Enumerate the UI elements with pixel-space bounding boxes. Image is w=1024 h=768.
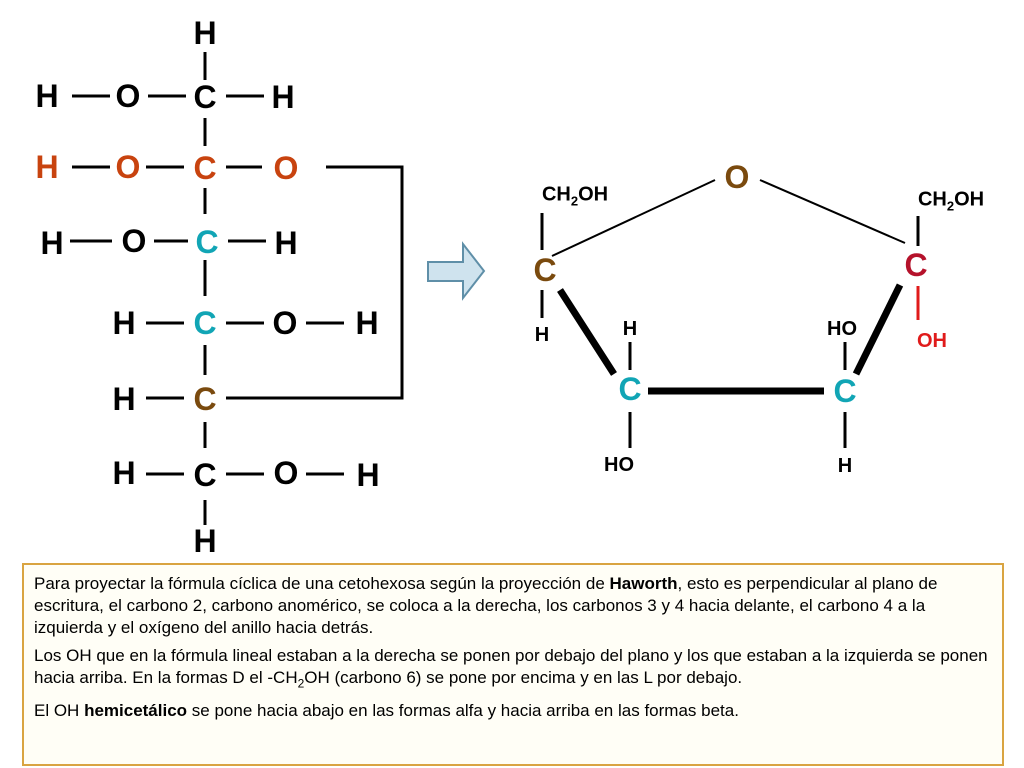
atom-h: H [274,225,298,261]
ring-carbon-right: C [904,247,928,283]
atom-h-bottom: H [193,523,217,559]
atom-h: H [112,305,136,341]
text-bold: hemicetálico [84,701,188,721]
atom-o: O [115,149,141,185]
text-run: OH (carbono 6) se pone por encima y en l… [304,668,743,687]
atom-o: O [273,150,299,186]
text-run: se pone hacia abajo en las formas alfa y… [187,701,739,721]
atom-h: H [35,149,59,185]
atom-h: H [622,318,638,340]
paragraph-1: Para proyectar la fórmula cíclica de una… [34,573,992,639]
atom-c3: C [195,224,219,260]
subscript: 2 [297,676,305,691]
atom-h: H [112,381,136,417]
ring-carbon-front-right: C [833,373,857,409]
atom-h: H [40,225,64,261]
text-run: Para proyectar la fórmula cíclica de una… [34,574,610,593]
ring-carbon-front-left: C [618,371,642,407]
text-bold: Haworth [609,574,678,593]
transform-arrow [427,241,486,301]
atom-c5: C [193,381,217,417]
ch2oh-group: CH2OH [918,190,984,213]
ch2oh-group: CH2OH [542,185,608,208]
atom-c2: C [193,150,217,186]
atom-h: H [837,455,853,477]
atom-h: H [534,324,550,346]
paragraph-2: Los OH que en la fórmula lineal estaban … [34,645,992,694]
atom-o: O [273,455,299,491]
atom-o: O [115,78,141,114]
atom-ho: HO [827,318,857,340]
ring-carbon-left: C [533,252,557,288]
text-run: Los OH que en la fórmula lineal estaban … [34,646,988,687]
atom-c6: C [193,457,217,493]
text-run: , esto es perpendicular al plano de escr… [34,574,938,637]
anomeric-oh: OH [917,330,947,352]
ring-oxygen: O [724,159,750,195]
atom-ho: HO [604,454,634,476]
ch2oh-text: CH2OH [541,183,609,209]
explanation-box: Para proyectar la fórmula cíclica de una… [22,563,1004,766]
atom-h: H [355,305,379,341]
atom-h: H [271,79,295,115]
text-run: El OH [34,701,85,721]
paragraph-3: El OH hemicetálico se pone hacia abajo e… [34,700,992,722]
atom-c4: C [193,305,217,341]
atom-h: H [356,457,380,493]
ch2oh-text: CH2OH [917,188,985,214]
atom-h: H [35,78,59,114]
atom-h-top: H [193,15,217,51]
atom-c1: C [193,79,217,115]
atom-h: H [112,455,136,491]
atom-o: O [121,223,147,259]
atom-o: O [272,305,298,341]
